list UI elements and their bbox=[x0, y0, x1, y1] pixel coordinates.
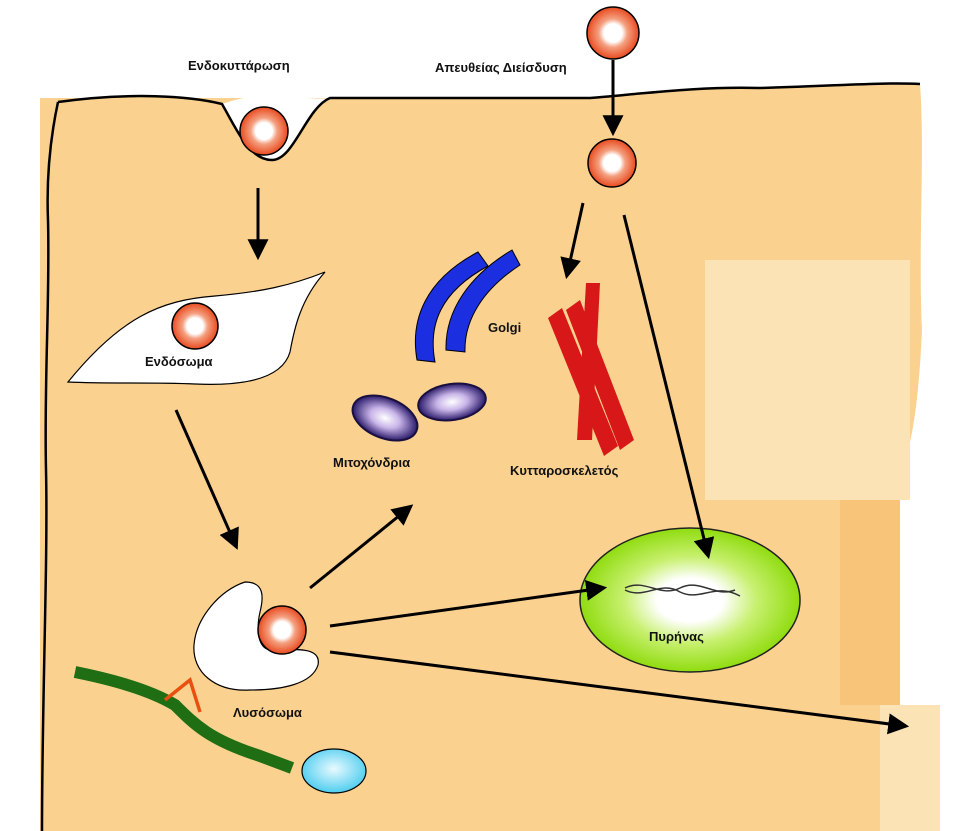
label-golgi: Golgi bbox=[488, 320, 521, 335]
arrows bbox=[174, 60, 910, 735]
membrane-fiber bbox=[73, 666, 295, 774]
arrow-diffused-to-cytoskeleton bbox=[560, 202, 585, 280]
receptor bbox=[163, 677, 202, 713]
lysosome bbox=[193, 581, 319, 691]
vesicle bbox=[301, 748, 367, 794]
arrow-diffused-to-nucleus bbox=[622, 214, 715, 560]
cytoskeleton-filament-2 bbox=[548, 308, 618, 456]
label-mitochondria: Μιτοχόνδρια bbox=[333, 455, 410, 470]
nanoparticle-endosome bbox=[171, 302, 219, 350]
arrow-endosome-to-lysosome bbox=[174, 409, 239, 550]
label-direct-diffusion: Απευθείας Διείσδυση bbox=[435, 60, 567, 75]
label-lysosome: Λυσόσωμα bbox=[233, 705, 302, 720]
cell-membrane-left bbox=[40, 101, 60, 831]
cytoplasm-pale-region-2 bbox=[840, 500, 900, 705]
golgi-outer bbox=[414, 251, 489, 363]
arrow-lysosome-to-exit bbox=[329, 650, 910, 735]
nanoparticle-diffused bbox=[587, 138, 637, 188]
nanoparticle-lysosome bbox=[257, 605, 307, 655]
nucleus bbox=[579, 527, 801, 673]
label-endocytosis: Ενδοκυττάρωση bbox=[188, 58, 290, 73]
mitochondrion-2 bbox=[417, 382, 487, 422]
arrow-lysosome-to-mitochondria bbox=[309, 504, 414, 590]
label-nucleus: Πυρήνας bbox=[649, 629, 704, 644]
arrow-lysosome-to-nucleus bbox=[329, 579, 608, 628]
cytoskeleton-filament-3 bbox=[566, 300, 634, 450]
cytoplasm-pale-region bbox=[705, 260, 910, 500]
golgi-inner bbox=[445, 249, 521, 353]
label-cytoskeleton: Κυτταροσκελετός bbox=[510, 463, 619, 478]
mitochondrion-1 bbox=[351, 394, 419, 442]
dna-strand-b bbox=[624, 587, 741, 597]
nanoparticle-outside-top bbox=[586, 6, 640, 60]
label-endosome: Ενδόσωμα bbox=[145, 354, 213, 369]
cytoplasm-fill bbox=[40, 98, 640, 831]
cell-membrane bbox=[57, 82, 921, 162]
nanoparticle-endocytosis bbox=[239, 106, 289, 156]
